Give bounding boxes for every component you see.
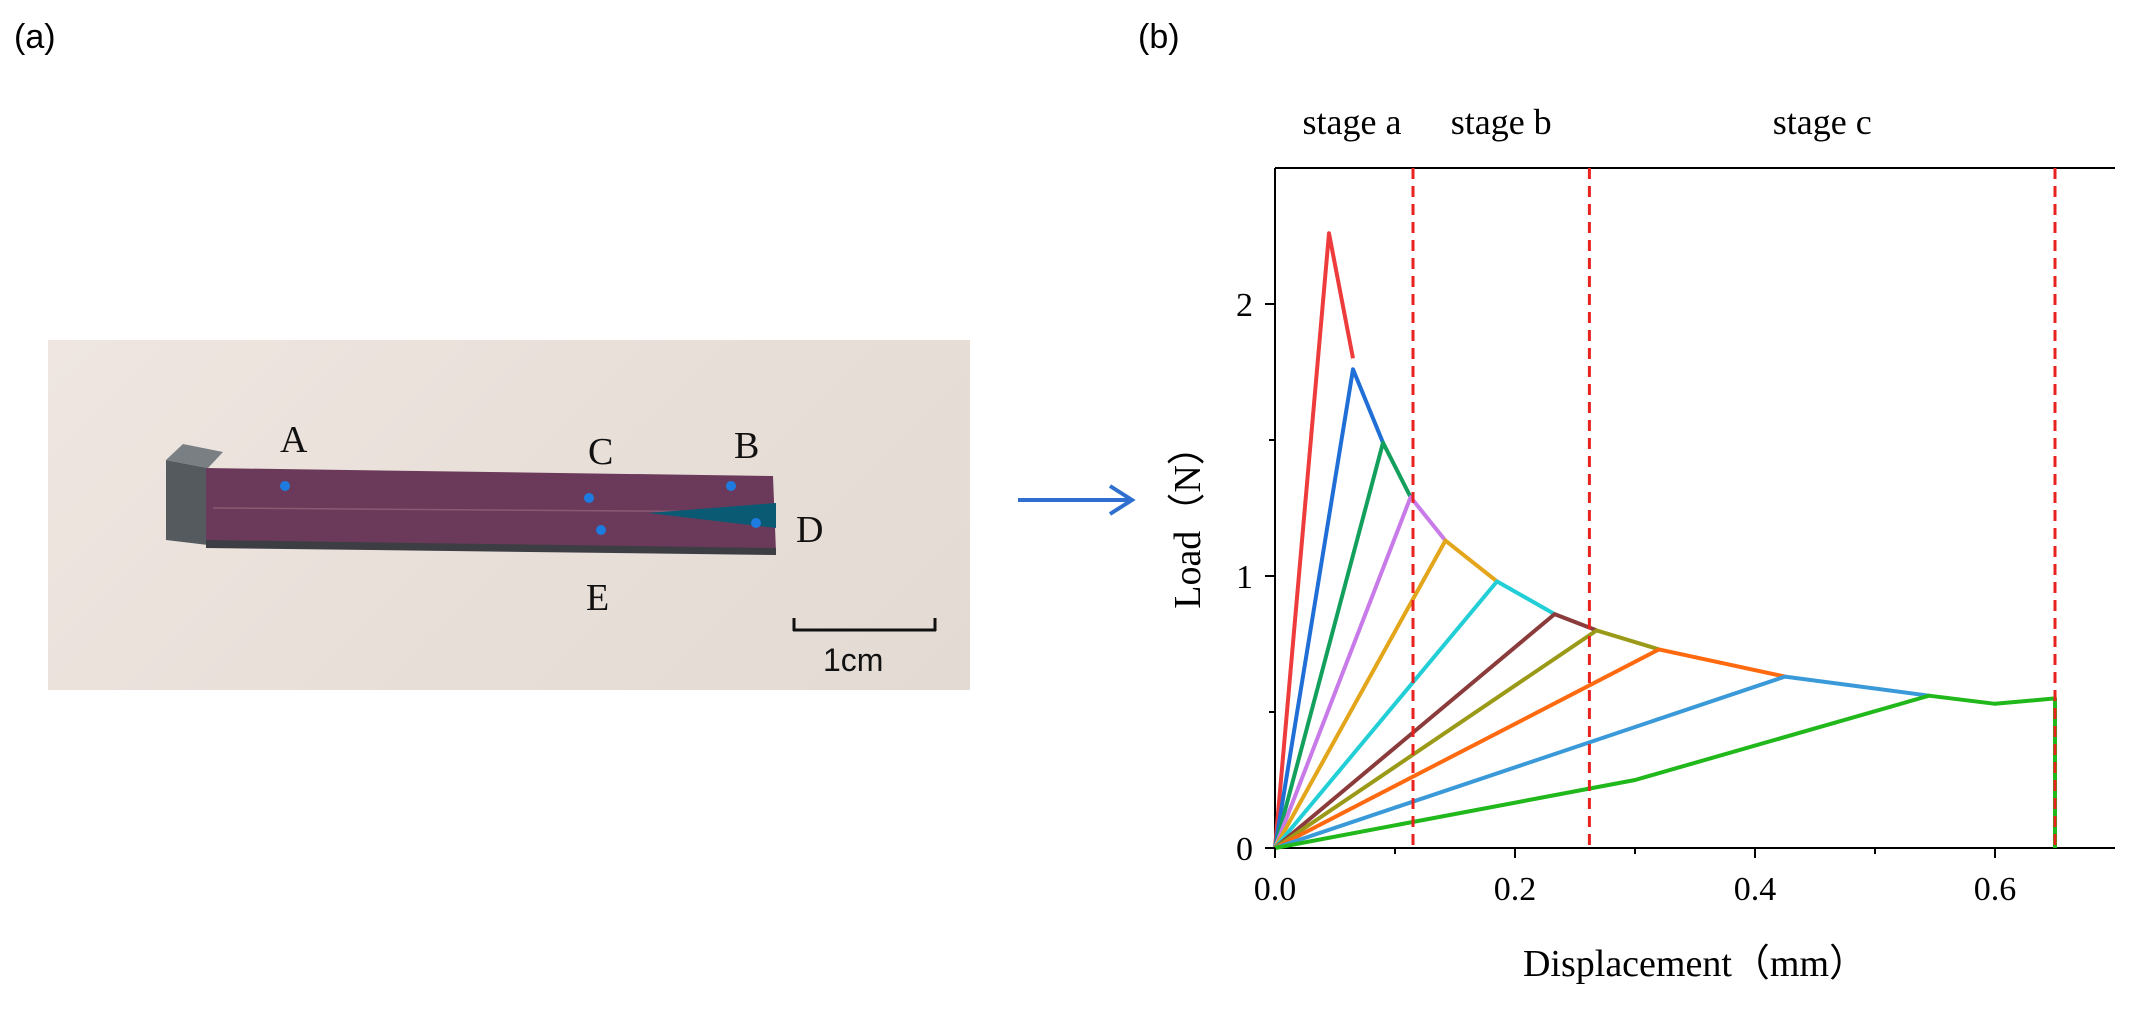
series-lines — [1273, 231, 2057, 850]
x-tick-label: 0.2 — [1494, 871, 1537, 908]
series-line-11 — [1274, 693, 2057, 850]
y-axis-label: Load（N） — [1167, 427, 1209, 609]
x-tick-label: 0.6 — [1974, 871, 2017, 908]
grip-block — [166, 460, 208, 545]
right-arrow-icon — [1018, 484, 1136, 516]
y-tick-label: 1 — [1236, 559, 1253, 596]
stage-dividers — [1411, 168, 2057, 848]
series-line-7 — [1273, 612, 1598, 850]
x-axis-label: Displacement（mm） — [1523, 943, 1867, 985]
panel-label-b: (b) — [1138, 18, 1180, 56]
point-label-b: B — [734, 425, 760, 467]
point-label-c: C — [588, 431, 614, 473]
point-label-d: D — [796, 509, 824, 551]
crack-wedge — [648, 503, 776, 528]
series-line-10 — [1274, 674, 1930, 850]
point-label-a: A — [280, 419, 308, 461]
panel-label-a: (a) — [14, 18, 56, 56]
plot-frame — [1274, 167, 2115, 849]
stage-labels: stage a stage b stage c — [1303, 102, 1872, 142]
axis-ticks: 0.0 0.2 0.4 0.6 0 1 2 — [1236, 287, 2016, 908]
marker-dot-b — [726, 481, 736, 491]
stage-label-2: stage b — [1451, 102, 1552, 142]
marker-dot-c — [584, 493, 594, 503]
series-line-9 — [1274, 647, 1786, 850]
x-tick-label: 0.4 — [1734, 871, 1777, 908]
marker-dot-d — [751, 518, 761, 528]
specimen-photo: A B C D E 1cm — [48, 340, 970, 690]
series-line-4 — [1273, 495, 1447, 849]
series-line-5 — [1273, 538, 1499, 849]
series-line-8 — [1273, 628, 1660, 850]
specimen-edge — [206, 540, 776, 555]
stage-label-1: stage a — [1303, 102, 1402, 142]
series-line-2 — [1273, 367, 1385, 849]
marker-dot-a — [280, 481, 290, 491]
point-label-e: E — [586, 577, 610, 619]
marker-dot-e — [596, 525, 606, 535]
series-line-1 — [1273, 231, 1355, 849]
series-line-3 — [1273, 440, 1413, 849]
y-tick-label: 0 — [1236, 831, 1253, 868]
x-tick-label: 0.0 — [1254, 871, 1297, 908]
arrow-head — [1108, 484, 1136, 516]
stage-label-3: stage c — [1773, 102, 1872, 142]
load-displacement-chart: stage a stage b stage c 0.0 0.2 0.4 0.6 0 1 2 Di… — [1167, 102, 2115, 985]
grip-block-top — [166, 444, 223, 468]
y-tick-label: 2 — [1236, 287, 1253, 324]
scale-bar-label: 1cm — [823, 642, 884, 678]
series-line-6 — [1273, 579, 1556, 850]
specimen-drawing — [166, 444, 937, 632]
